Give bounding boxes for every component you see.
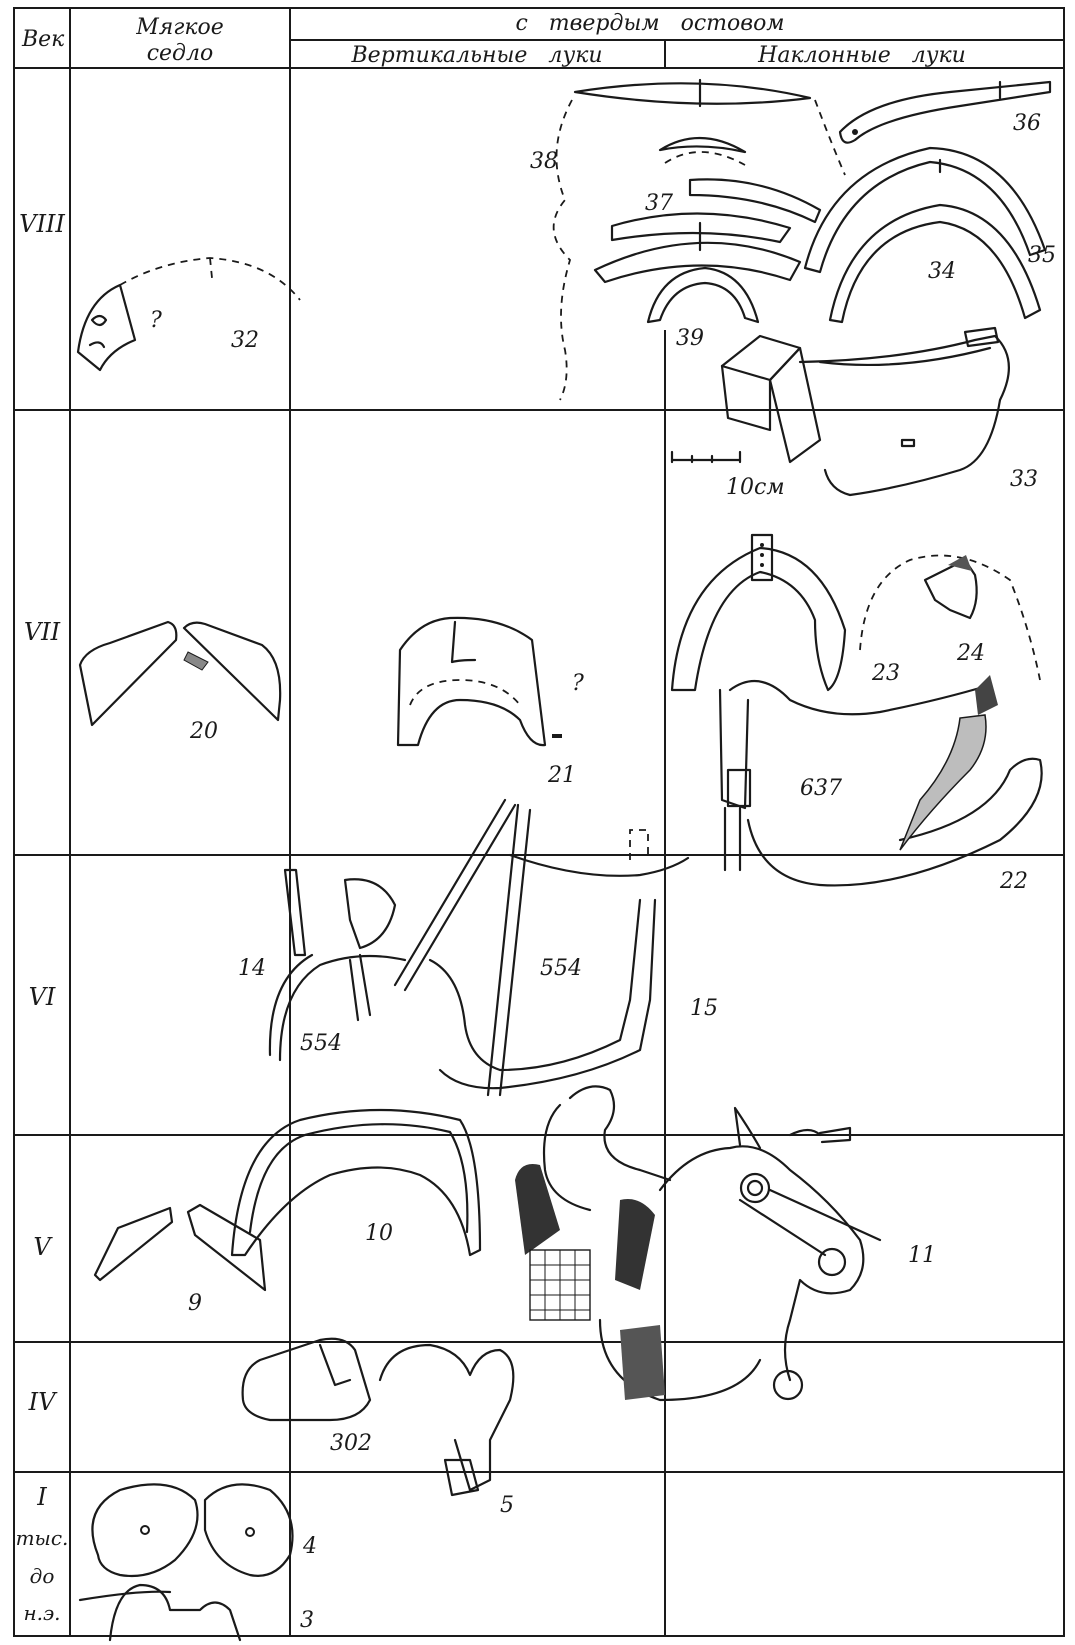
figure-number-33: 33 bbox=[1010, 467, 1038, 492]
header-vertical-bows: Вертикальные луки bbox=[350, 43, 602, 68]
question-mark-21: ? bbox=[572, 671, 584, 696]
figure-number-20: 20 bbox=[189, 719, 218, 744]
figure-10-bow bbox=[230, 1108, 482, 1257]
figure-302-relief bbox=[241, 1337, 372, 1422]
scale-label: 10см bbox=[726, 475, 785, 500]
figure-number-38: 38 bbox=[530, 149, 558, 174]
header-soft-saddle-line1: Мягкое bbox=[135, 15, 224, 40]
figure-number-24: 24 bbox=[956, 641, 985, 666]
figure-34-bow bbox=[828, 203, 1042, 324]
figure-number-21: 21 bbox=[547, 763, 576, 788]
figure-554-relief bbox=[393, 798, 690, 1097]
figure-number-5: 5 bbox=[500, 1493, 514, 1518]
figure-38-bow bbox=[552, 78, 846, 401]
table-grid bbox=[13, 7, 1065, 1637]
figure-number-23: 23 bbox=[871, 661, 900, 686]
figure-number-637: 637 bbox=[800, 776, 842, 801]
figure-36-bow bbox=[838, 80, 1052, 144]
figure-number-9: 9 bbox=[188, 1291, 202, 1316]
header-soft-saddle-line2: седло bbox=[147, 41, 214, 66]
figure-number-35: 35 bbox=[1028, 243, 1056, 268]
figure-3-relief bbox=[78, 1583, 242, 1642]
figure-24-bow bbox=[859, 554, 1041, 681]
row-label-vii: VII bbox=[24, 618, 61, 646]
row-label-i-line4: н.э. bbox=[23, 1601, 60, 1625]
figure-39-bow bbox=[646, 266, 760, 324]
row-label-i-line1: I bbox=[36, 1483, 47, 1511]
row-label-i-line3: до bbox=[30, 1564, 55, 1588]
figure-number-10: 10 bbox=[365, 1221, 393, 1246]
figure-number-36: 36 bbox=[1013, 111, 1041, 136]
figure-33-saddle bbox=[720, 326, 1010, 497]
row-label-viii: VIII bbox=[19, 210, 65, 238]
row-label-i-line2: тыс. bbox=[16, 1526, 69, 1550]
figure-number-4: 4 bbox=[302, 1534, 317, 1559]
figure-4-soft-saddle bbox=[91, 1483, 294, 1578]
figure-number-15: 15 bbox=[690, 996, 718, 1021]
figure-23-bow bbox=[670, 533, 847, 692]
figure-number-14: 14 bbox=[238, 956, 266, 981]
row-label-iv: IV bbox=[28, 1388, 58, 1416]
figure-number-32: 32 bbox=[231, 328, 259, 353]
figure-22-saddle bbox=[718, 675, 1043, 887]
figure-37-bow bbox=[593, 178, 822, 284]
question-mark-32: ? bbox=[150, 308, 162, 333]
figure-number-554-upper: 554 bbox=[540, 956, 582, 981]
scale-bar bbox=[670, 450, 742, 464]
figure-21-bow bbox=[396, 616, 562, 747]
figure-number-3: 3 bbox=[300, 1608, 314, 1633]
figure-5-relief bbox=[378, 1343, 515, 1497]
figure-number-302: 302 bbox=[330, 1431, 372, 1456]
figure-20-soft-saddle bbox=[78, 620, 282, 727]
header-century: Век bbox=[21, 27, 65, 52]
figure-9-soft-saddle bbox=[93, 1203, 267, 1292]
row-label-v: V bbox=[33, 1233, 53, 1261]
figure-11-horse-rider bbox=[515, 1085, 882, 1402]
figure-number-22: 22 bbox=[999, 869, 1028, 894]
figure-14-relief bbox=[268, 868, 407, 1062]
figure-numbers: 38 36 37 35 34 39 32 33 20 21 23 24 637 … bbox=[150, 111, 1056, 1633]
figure-number-554-lower: 554 bbox=[300, 1031, 342, 1056]
figure-number-11: 11 bbox=[908, 1243, 936, 1268]
figure-number-34: 34 bbox=[928, 259, 956, 284]
header-inclined-bows: Наклонные луки bbox=[757, 43, 966, 68]
figure-number-37: 37 bbox=[645, 191, 673, 216]
row-label-vi: VI bbox=[29, 983, 56, 1011]
figure-35-bow bbox=[803, 146, 1047, 274]
header-rigid-frame: с твердым остовом bbox=[515, 11, 784, 36]
figure-number-39: 39 bbox=[676, 326, 704, 351]
figure-32-soft-saddle bbox=[76, 257, 301, 372]
